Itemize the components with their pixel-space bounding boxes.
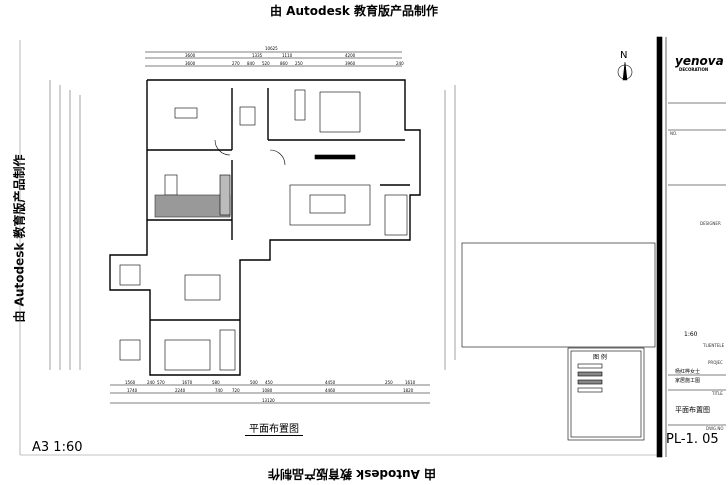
dim-top: 840	[247, 61, 255, 66]
dim-bottom: 1820	[403, 388, 414, 393]
dim-top: 1335	[252, 53, 263, 58]
company-logo-sub: DECORATION	[679, 67, 709, 72]
dim-bottom: 740	[215, 388, 223, 393]
scale-label: TLIENTELE	[703, 343, 725, 348]
dim-bottom: 570	[157, 380, 165, 385]
drawing-number: PL-1. 05	[666, 432, 719, 447]
title-label: TITLE	[712, 391, 723, 396]
sheet-title: 平面布置图	[675, 406, 710, 414]
dim-top: 4200	[345, 53, 356, 58]
project-sub: 家居施工图	[675, 378, 701, 384]
dim-top: 860	[280, 61, 288, 66]
drawing-title: 平面布置图	[245, 420, 303, 436]
dim-bottom: 1670	[182, 380, 193, 385]
dim-top: 1110	[282, 53, 293, 58]
dim-top: 3600	[185, 53, 196, 58]
dim-top: 270	[232, 61, 240, 66]
dwg-label: DWG.NO	[706, 426, 724, 431]
dim-bottom: 2240	[175, 388, 186, 393]
dim-top-total: 10625	[265, 46, 278, 51]
project-name: 杨红桦女士	[675, 369, 701, 375]
dim-bottom-total: 13120	[262, 398, 275, 403]
project-label: PROJEC	[708, 360, 723, 365]
dim-bottom: 240	[147, 380, 155, 385]
no-label: NO.	[670, 131, 678, 136]
legend-title: 图 例	[593, 354, 607, 361]
dim-top: 250	[295, 61, 303, 66]
dim-bottom: 720	[232, 388, 240, 393]
scale-value: 1:60	[684, 331, 698, 338]
dim-bottom: 500	[250, 380, 258, 385]
dim-top: 3600	[185, 61, 196, 66]
dim-bottom: 1610	[405, 380, 416, 385]
sheet-scale-label: A3 1:60	[32, 440, 83, 455]
dim-bottom: 1080	[262, 388, 273, 393]
company-logo: yenova	[675, 54, 724, 68]
dim-top: 3960	[345, 61, 356, 66]
watermark-top: 由 Autodesk 教育版产品制作	[270, 4, 439, 18]
dim-top: 240	[396, 61, 404, 66]
dim-bottom: 250	[385, 380, 393, 385]
dim-top: 520	[262, 61, 270, 66]
dim-bottom: 4460	[325, 388, 336, 393]
dim-bottom: 4450	[325, 380, 336, 385]
dim-bottom: 1740	[127, 388, 138, 393]
north-label: N	[620, 50, 628, 61]
dim-bottom: 450	[265, 380, 273, 385]
dim-bottom: 1560	[125, 380, 136, 385]
designer-label: DESIGNER	[700, 221, 721, 226]
dim-bottom: 580	[212, 380, 220, 385]
